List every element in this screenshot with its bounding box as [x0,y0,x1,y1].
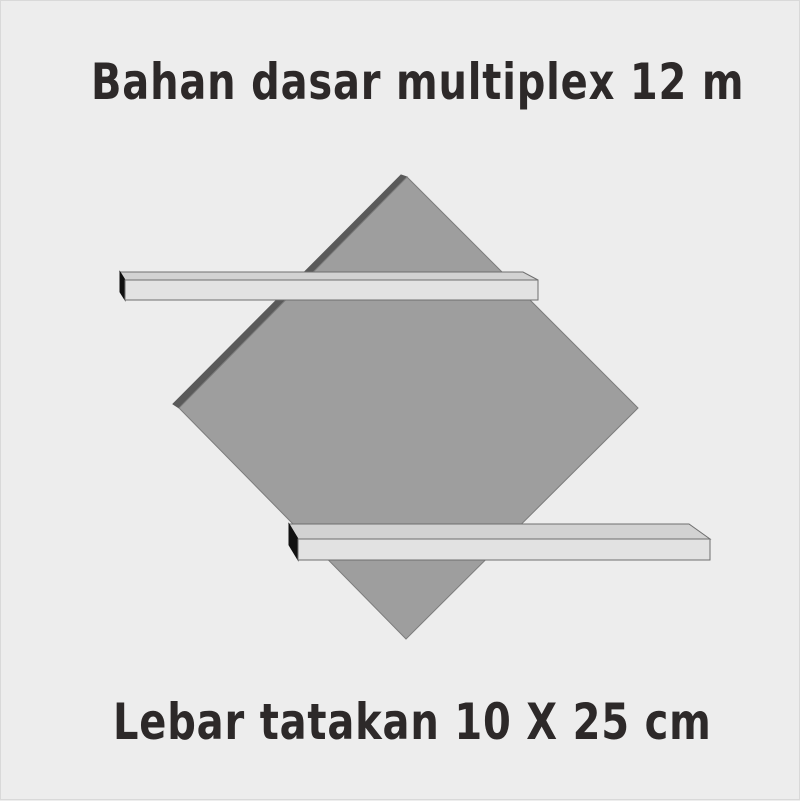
upper-shelf-front [124,279,539,301]
lower-shelf-top [288,523,712,540]
caption-text: Lebar tatakan 10 X 25 cm [113,693,712,751]
lower-shelf-front [297,538,711,561]
base-board [172,174,639,640]
lower-shelf [288,522,712,562]
base-board-face [178,176,639,640]
title-text: Bahan dasar multiplex 12 m [91,53,745,111]
upper-shelf [119,270,539,302]
upper-shelf-top [119,271,539,281]
